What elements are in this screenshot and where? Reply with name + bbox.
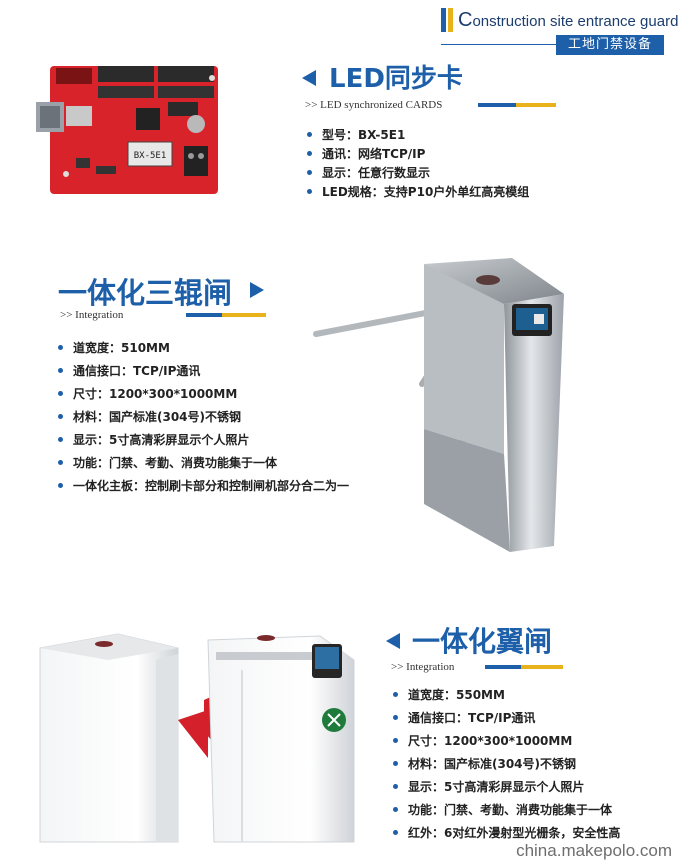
tripod-spec-item: 功能：门禁、考勤、消费功能集于一体 bbox=[58, 452, 349, 475]
led-spec-item: 通讯：网络TCP/IP bbox=[307, 145, 529, 164]
led-card-image: BX-5E1 bbox=[36, 66, 218, 194]
header-title-en-rest: onstruction site entrance guard bbox=[472, 13, 679, 30]
bullet-icon bbox=[393, 761, 398, 766]
led-underline-yellow bbox=[516, 103, 556, 107]
bullet-icon bbox=[393, 738, 398, 743]
tripod-section-title: 一体化三辊闸 bbox=[58, 276, 233, 310]
bullet-icon bbox=[393, 715, 398, 720]
bullet-icon bbox=[307, 132, 312, 137]
tripod-spec-item: 一体化主板：控制刷卡部分和控制闸机部分合二为一 bbox=[58, 475, 349, 498]
led-section-subtitle: >> LED synchronized CARDS bbox=[305, 99, 443, 111]
bullet-icon bbox=[58, 345, 63, 350]
wing-spec-list: 道宽度：550MM 通信接口：TCP/IP通讯 尺寸：1200*300*1000… bbox=[393, 684, 620, 845]
bullet-icon bbox=[307, 151, 312, 156]
bullet-icon bbox=[393, 784, 398, 789]
wing-underline-blue bbox=[485, 665, 521, 669]
header-title-en: Construction site entrance guard bbox=[458, 9, 678, 32]
wing-spec-item: 通信接口：TCP/IP通讯 bbox=[393, 707, 620, 730]
bullet-icon bbox=[58, 391, 63, 396]
tripod-spec-item: 道宽度：510MM bbox=[58, 337, 349, 360]
header-divider bbox=[441, 44, 556, 45]
bullet-icon bbox=[393, 830, 398, 835]
wing-title-arrow-icon bbox=[386, 633, 400, 649]
tripod-spec-item: 显示：5寸高清彩屏显示个人照片 bbox=[58, 429, 349, 452]
wing-gate-image bbox=[39, 633, 355, 843]
led-section-title: LED同步卡 bbox=[329, 64, 463, 94]
header-title-cn: 工地门禁设备 bbox=[556, 35, 664, 55]
bullet-icon bbox=[58, 460, 63, 465]
wing-section-title: 一体化翼闸 bbox=[412, 625, 553, 658]
bullet-icon bbox=[307, 189, 312, 194]
led-title-arrow-icon bbox=[302, 70, 316, 86]
bullet-icon bbox=[307, 170, 312, 175]
tripod-underline-yellow bbox=[222, 313, 266, 317]
header-accent-bar-yellow bbox=[448, 8, 453, 32]
bullet-icon bbox=[393, 692, 398, 697]
bullet-icon bbox=[58, 368, 63, 373]
wing-spec-item: 红外：6对红外漫射型光栅条，安全性高 bbox=[393, 822, 620, 845]
header-accent-bar-blue bbox=[441, 8, 446, 32]
tripod-spec-list: 道宽度：510MM 通信接口：TCP/IP通讯 尺寸：1200*300*1000… bbox=[58, 337, 349, 498]
wing-underline-yellow bbox=[521, 665, 563, 669]
bullet-icon bbox=[58, 437, 63, 442]
led-spec-item: 显示：任意行数显示 bbox=[307, 164, 529, 183]
bullet-icon bbox=[393, 807, 398, 812]
tripod-spec-item: 材料：国产标准(304号)不锈钢 bbox=[58, 406, 349, 429]
tripod-spec-item: 尺寸：1200*300*1000MM bbox=[58, 383, 349, 406]
header-title-en-initial: C bbox=[458, 9, 473, 31]
wing-section-subtitle: >> Integration bbox=[391, 661, 455, 673]
led-spec-item: LED规格：支持P10户外单红高亮模组 bbox=[307, 183, 529, 202]
led-spec-list: 型号：BX-5E1 通讯：网络TCP/IP 显示：任意行数显示 LED规格：支持… bbox=[307, 126, 529, 202]
tripod-title-arrow-icon bbox=[250, 282, 264, 298]
tripod-section-subtitle: >> Integration bbox=[60, 309, 124, 321]
wing-spec-item: 尺寸：1200*300*1000MM bbox=[393, 730, 620, 753]
tripod-turnstile-image bbox=[313, 258, 564, 552]
bullet-icon bbox=[58, 483, 63, 488]
tripod-underline-blue bbox=[186, 313, 222, 317]
led-chip-label: BX-5E1 bbox=[134, 151, 167, 161]
led-underline-blue bbox=[478, 103, 516, 107]
tripod-spec-item: 通信接口：TCP/IP通讯 bbox=[58, 360, 349, 383]
led-spec-item: 型号：BX-5E1 bbox=[307, 126, 529, 145]
bullet-icon bbox=[58, 414, 63, 419]
wing-spec-item: 材料：国产标准(304号)不锈钢 bbox=[393, 753, 620, 776]
wing-spec-item: 功能：门禁、考勤、消费功能集于一体 bbox=[393, 799, 620, 822]
wing-spec-item: 道宽度：550MM bbox=[393, 684, 620, 707]
wing-spec-item: 显示：5寸高清彩屏显示个人照片 bbox=[393, 776, 620, 799]
watermark-text: china.makepolo.com bbox=[516, 841, 672, 860]
